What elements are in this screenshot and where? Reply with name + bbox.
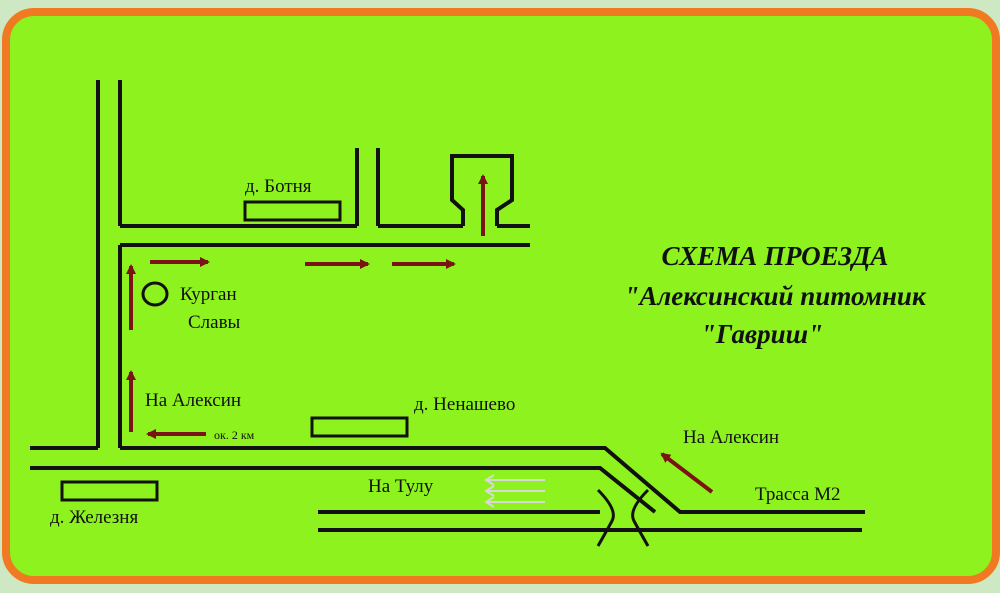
label-na-aleksin-right: На Алексин — [683, 427, 779, 448]
label-nenashevo: д. Ненашево — [414, 394, 515, 415]
village-marker-zheleznya — [60, 480, 159, 502]
village-marker-nenashevo — [310, 416, 409, 438]
tula-arrows — [484, 474, 545, 508]
label-zheleznya: д. Железня — [50, 507, 138, 528]
label-distance: ок. 2 км — [214, 428, 255, 442]
destination-marker — [450, 154, 514, 226]
route-arrows — [126, 174, 714, 494]
road-bottom-upper — [30, 446, 865, 514]
title-line2: "Алексинский питомник — [624, 281, 927, 311]
label-na-tulu: На Тулу — [368, 476, 434, 497]
roads — [30, 80, 865, 532]
map-background — [2, 8, 1000, 584]
title-line1: СХЕМА ПРОЕЗДА — [662, 241, 889, 271]
label-kurgan-line1: Курган — [180, 284, 237, 305]
label-kurgan-line2: Славы — [188, 312, 241, 333]
label-na-aleksin-left: На Алексин — [145, 390, 241, 411]
mound-marker — [141, 281, 169, 307]
label-trassa-m2: Трасса М2 — [755, 484, 841, 505]
title-line3: "Гавриш" — [701, 319, 823, 349]
interchange-marker — [596, 488, 650, 547]
road-bottom-lower — [30, 466, 657, 514]
label-botnya: д. Ботня — [245, 176, 312, 197]
village-marker-botnya — [243, 200, 342, 222]
direction-arrow — [660, 452, 714, 494]
